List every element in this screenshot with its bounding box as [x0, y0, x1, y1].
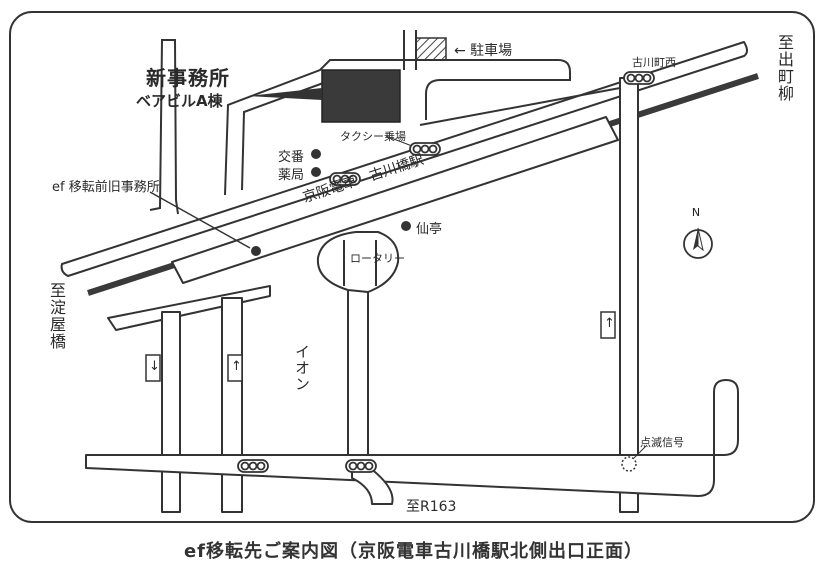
road-diag-right [419, 87, 621, 126]
road-r163 [351, 467, 394, 505]
sentei-label: 仙亭 [416, 222, 443, 237]
sentei-dot [401, 221, 411, 231]
pharmacy-dot [311, 167, 321, 177]
one-way-sign-left [145, 354, 161, 382]
map-caption: ef移転先ご案内図（京阪電車古川橋駅北側出口正面） [183, 541, 644, 562]
station-platform [171, 116, 619, 284]
to-r163-label: 至R163 [406, 499, 457, 515]
compass-north-label: N [691, 206, 701, 219]
pharmacy-label: 薬局 [278, 168, 305, 183]
new-office-pointer [248, 88, 322, 100]
blinking-leader [633, 445, 647, 459]
to-demachiyanagi-label: 至出町柳 [775, 34, 794, 102]
old-office-dot [251, 246, 261, 256]
blinking-signal-label: 点滅信号 [640, 436, 684, 449]
new-office-building [321, 69, 401, 123]
one-way-arrow-mid: ↑ [231, 359, 242, 374]
traffic-signal-taxi [409, 142, 441, 156]
one-way-arrow-left: ↓ [149, 359, 160, 374]
police-box-label: 交番 [278, 150, 305, 165]
to-yodoyabashi-label: 至淀屋橋 [47, 282, 66, 350]
road-vertical-right [619, 77, 639, 513]
rotary [316, 231, 400, 293]
traffic-signal-station [329, 172, 361, 186]
parking-lot [415, 37, 447, 61]
furukawacho-nishi-label: 古川町西 [632, 56, 676, 69]
road-vertical-2 [221, 297, 243, 513]
road-office-access [224, 59, 571, 196]
parking-label: ← 駐車場 [454, 43, 513, 59]
one-way-arrow-right: ↑ [604, 316, 615, 331]
taxi-leader [385, 135, 413, 147]
map-border [9, 11, 815, 523]
traffic-signal-bottom-mid [345, 459, 377, 473]
aeon-label: イオン [293, 344, 311, 392]
road-north-branch [149, 39, 179, 215]
taxi-label: タクシー乗場 [340, 130, 406, 143]
old-office-leader [149, 191, 251, 249]
rotary-label: ロータリー [350, 252, 405, 265]
road-right-side [343, 240, 377, 286]
road-vertical-1 [161, 311, 181, 513]
new-office-building-label: ベアビルA棟 [136, 92, 223, 110]
old-office-label: ef 移転前旧事務所 [52, 180, 160, 195]
road-upper-diagonal [60, 41, 748, 277]
traffic-signal-bottom-left [237, 459, 269, 473]
new-office-title: 新事務所 [146, 66, 230, 90]
one-way-sign-right [600, 311, 616, 339]
one-way-sign-mid [227, 354, 243, 382]
compass-needle-half [697, 227, 704, 252]
traffic-signal-furukawacho [623, 71, 655, 85]
police-box-dot [311, 149, 321, 159]
blinking-signal-marker [621, 456, 637, 472]
road-vertical-3 [347, 289, 369, 471]
